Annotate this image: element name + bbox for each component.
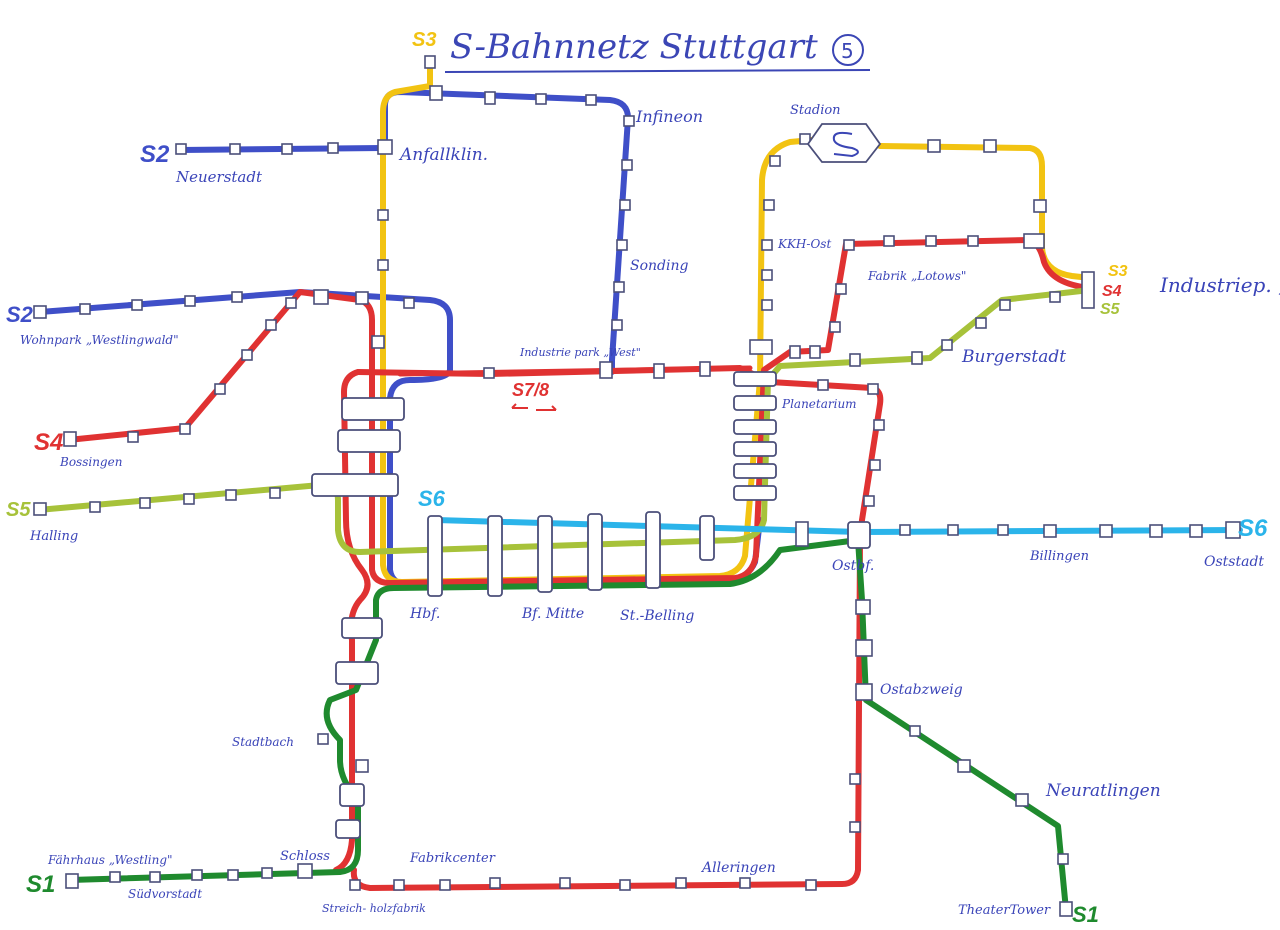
title-underline	[444, 69, 871, 73]
label-khost: KKH-Ost	[777, 237, 831, 251]
label-wohnpark: Wohnpark „Westlingwald"	[20, 333, 179, 347]
tag-s2-mid: S2	[6, 302, 34, 327]
title-badge: 5	[841, 39, 854, 63]
stadion-station	[806, 123, 882, 163]
tag-s6-center: S6	[418, 486, 446, 511]
s78-direction-arrows	[511, 403, 557, 411]
label-neuratlingen: Neuratlingen	[1045, 781, 1161, 801]
label-burgerstadt: Burgerstadt	[961, 347, 1066, 367]
stations-small	[33, 55, 1241, 917]
label-hbf: Hbf.	[409, 606, 440, 622]
tag-s4-left: S4	[34, 429, 63, 456]
stadion-s-icon	[832, 131, 859, 158]
tag-s3-top: S3	[412, 29, 436, 51]
label-fabrikcenter: Fabrikcenter	[409, 851, 496, 866]
label-planetarium: Planetarium	[781, 397, 857, 411]
map-title: S-Bahnnetz Stuttgart	[450, 27, 818, 67]
tag-s1-south: S1	[1072, 902, 1099, 927]
label-billingen: Billingen	[1029, 549, 1089, 564]
label-bf-mitte: Bf. Mitte	[521, 606, 584, 622]
label-ostabzweig: Ostabzweig	[880, 682, 963, 698]
label-stadion: Stadion	[790, 103, 841, 118]
label-st-belling: St.-Belling	[620, 608, 694, 624]
label-schloss: Schloss	[280, 849, 330, 864]
label-neustadt: Neuerstadt	[175, 168, 263, 186]
label-bossingen: Bossingen	[59, 455, 122, 469]
interchange-blocks	[311, 123, 882, 839]
label-halling: Halling	[29, 529, 78, 544]
s78-line	[397, 365, 753, 377]
line-tags: S2 S2 S3 S3 S4 S4 S5 S5 S6 S6 S1 S1 S7/8	[6, 29, 1268, 927]
label-ostbf: Ostbf.	[832, 558, 874, 574]
label-alleringen: Alleringen	[700, 860, 776, 876]
label-theatertower: TheaterTower	[958, 903, 1051, 918]
label-streichholzfabrik: Streich- holzfabrik	[322, 902, 426, 915]
label-sonding: Sonding	[630, 258, 688, 274]
label-oststadt: Oststadt	[1204, 554, 1264, 570]
tag-s2-top: S2	[140, 141, 170, 168]
s4-line	[65, 237, 1093, 891]
label-stadtbach: Stadtbach	[232, 735, 294, 749]
tag-s3-right: S3	[1108, 263, 1128, 280]
label-industriepark-nord: Industriep. „Nord"	[1159, 273, 1280, 297]
label-faehrhaus: Fährhaus „Westling"	[47, 853, 173, 867]
tag-s5-left: S5	[6, 499, 31, 521]
tag-s1-west: S1	[26, 871, 55, 898]
tag-s78: S7/8	[512, 380, 549, 400]
s1-line	[67, 537, 1069, 913]
label-fabrik: Fabrik „Lotows"	[867, 269, 966, 283]
label-anfallklinik: Anfallklin.	[398, 145, 488, 165]
label-infineon: Infineon	[635, 107, 703, 126]
label-industriepark-west: Industrie park „West"	[519, 346, 641, 359]
title-badge-circle	[832, 34, 864, 66]
tag-s6-right: S6	[1238, 515, 1268, 542]
label-suedvorstadt: Südvorstadt	[128, 887, 202, 901]
s6-line	[433, 517, 1243, 535]
station-labels: Neuerstadt Anfallklin. Infineon Sonding …	[20, 103, 1280, 918]
tag-s4-right: S4	[1102, 283, 1122, 300]
tag-s5-right: S5	[1100, 301, 1121, 318]
s5-line	[35, 287, 1093, 555]
